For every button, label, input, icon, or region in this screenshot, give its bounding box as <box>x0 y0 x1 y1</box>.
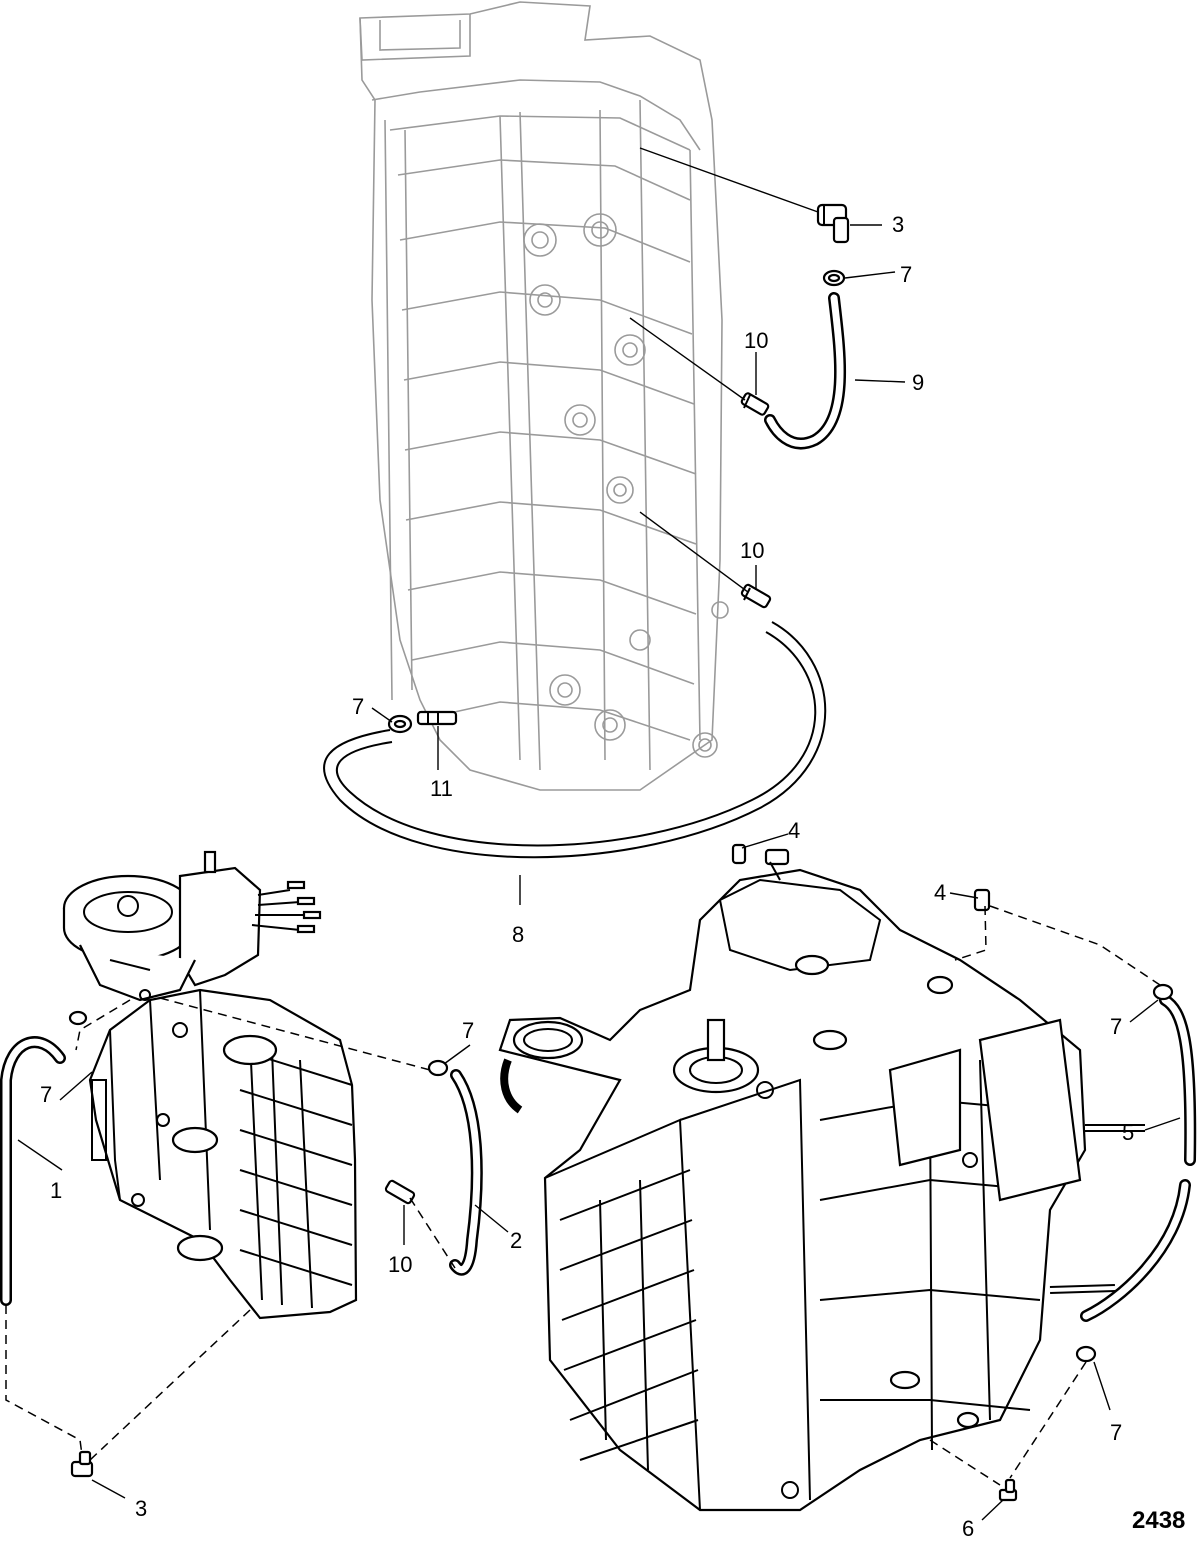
fitting-6 <box>998 1478 1018 1502</box>
callout-10-mid: 10 <box>740 538 764 563</box>
clamp-7-bottom-right <box>1075 1345 1097 1363</box>
stator-flywheel-assembly <box>62 850 322 1002</box>
callout-6: 6 <box>962 1516 974 1541</box>
leader-lines-left <box>17 1044 509 1499</box>
callout-3-bottom: 3 <box>135 1496 147 1521</box>
fitting-4-a <box>731 843 790 881</box>
clamp-7-far-left <box>68 1010 88 1026</box>
studs <box>500 1058 1145 1294</box>
fitting-10-upper <box>740 392 770 416</box>
callout-1: 1 <box>50 1178 62 1203</box>
large-cylinder-block <box>498 868 1087 1512</box>
fitting-3-bottom <box>70 1450 94 1478</box>
callout-7-far-left: 7 <box>40 1082 52 1107</box>
callout-3-top: 3 <box>892 212 904 237</box>
leader-lines-upper <box>371 147 906 905</box>
hose-5 <box>1080 994 1197 1322</box>
ghosted-cylinder-block-housing <box>359 1 729 791</box>
callout-10-lower: 10 <box>388 1252 412 1277</box>
callout-8: 8 <box>512 922 524 947</box>
callout-7-left: 7 <box>352 694 364 719</box>
callout-4-b: 4 <box>934 880 946 905</box>
clamp-7-right <box>1152 983 1174 1001</box>
callout-7-right: 7 <box>1110 1014 1122 1039</box>
callout-9: 9 <box>912 370 924 395</box>
hose-9 <box>764 292 847 450</box>
fitting-4-b <box>973 888 991 912</box>
figure-number: 2438 <box>1132 1507 1185 1534</box>
callout-2: 2 <box>510 1228 522 1253</box>
fitting-10-lower <box>384 1179 416 1205</box>
fitting-11 <box>416 710 458 726</box>
hose-8 <box>323 621 827 859</box>
hose-2 <box>449 1069 483 1276</box>
clamp-7-mid <box>427 1059 449 1077</box>
callout-4-a: 4 <box>788 818 800 843</box>
hose-1 <box>0 1036 66 1306</box>
callout-7-bottom-right: 7 <box>1110 1420 1122 1445</box>
elbow-fitting-3-top <box>816 203 850 244</box>
clamp-7-top <box>822 269 846 287</box>
routing-lines-left <box>5 997 456 1461</box>
callout-10-upper: 10 <box>744 328 768 353</box>
small-cylinder-block <box>88 988 358 1320</box>
clamp-7-left <box>387 714 413 734</box>
callout-5: 5 <box>1122 1120 1134 1145</box>
routing-lines-right <box>929 905 1161 1486</box>
callout-11: 11 <box>430 776 453 801</box>
callout-labels: 3 7 10 9 10 7 11 8 4 4 7 7 1 2 10 7 5 7 … <box>40 212 1185 1541</box>
leader-lines-right <box>741 833 1181 1521</box>
callout-7-top: 7 <box>900 262 912 287</box>
callout-7-mid: 7 <box>462 1018 474 1043</box>
